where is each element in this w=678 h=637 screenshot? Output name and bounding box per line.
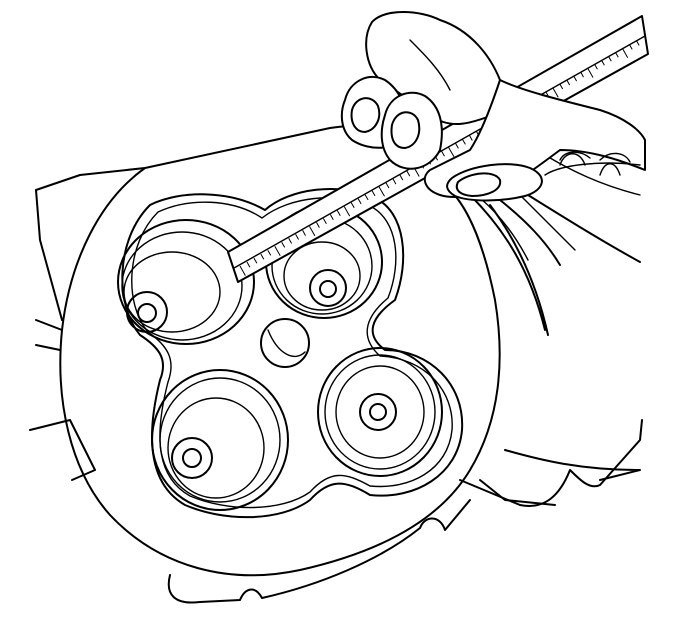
rule-tick — [329, 214, 334, 220]
valve-seat — [151, 369, 289, 511]
rule-tick — [378, 186, 385, 197]
wrist-line — [544, 151, 641, 176]
head-flange-left — [29, 167, 146, 481]
valve-head — [324, 354, 436, 470]
rule-tick — [246, 261, 251, 268]
fingernail-middle — [350, 97, 381, 133]
fingernail-ring — [390, 111, 421, 149]
valve-face — [123, 251, 221, 333]
rule-tick — [399, 174, 404, 181]
head-casting-line — [479, 153, 641, 261]
rule-tick — [573, 75, 578, 82]
valve-face — [335, 365, 425, 459]
finger-crease — [409, 39, 451, 91]
rule-tick — [274, 245, 281, 256]
spark-plug-bore — [260, 318, 310, 368]
rule-tick — [455, 142, 459, 149]
rule-tick — [350, 202, 355, 209]
valve-head — [121, 231, 243, 341]
rule-tick — [594, 63, 598, 70]
rule-tick — [441, 150, 445, 157]
rule-tick — [281, 241, 286, 248]
rule-tick — [587, 67, 594, 78]
rule-tick — [621, 47, 629, 58]
thumbnail — [455, 172, 502, 197]
rule-tick — [448, 146, 455, 157]
valve-seat — [117, 219, 255, 345]
valve-upper-left — [117, 219, 255, 345]
valve-face — [167, 397, 265, 499]
rule-tick — [309, 226, 316, 237]
valve-stem-boss — [309, 269, 347, 307]
rule-tick — [260, 253, 265, 260]
rule-tick — [468, 135, 473, 141]
head-bottom-edge — [167, 499, 471, 604]
rule-tick — [239, 265, 246, 276]
rule-tick — [461, 138, 466, 145]
rule-tick — [371, 190, 376, 197]
finger-ring — [380, 91, 443, 170]
valve-stem — [369, 403, 387, 421]
valve-stem-boss — [126, 291, 168, 333]
rule-tick — [628, 43, 633, 50]
rule-tick — [253, 257, 258, 264]
rule-tick — [552, 87, 559, 98]
rule-tick — [336, 210, 341, 216]
rule-tick — [295, 234, 300, 240]
valve-stem-boss — [171, 437, 213, 479]
spark-plug-hole — [260, 318, 310, 368]
rule-tick — [267, 249, 272, 256]
rule-tick — [322, 218, 327, 224]
rule-tick — [302, 230, 306, 236]
rule-tick — [385, 182, 390, 189]
valve-stem — [319, 280, 337, 298]
rule-tick — [406, 170, 411, 177]
rule-tick — [614, 51, 619, 58]
rule-tick — [343, 206, 351, 217]
rule-tick — [357, 198, 362, 205]
rule-tick — [559, 83, 564, 90]
rule-tick — [600, 59, 605, 66]
valve-lower-left — [151, 369, 289, 511]
rule-tick — [635, 39, 640, 46]
head-rib-right — [469, 194, 641, 506]
rule-tick — [288, 238, 293, 244]
valve-head — [159, 377, 281, 503]
hand — [340, 11, 646, 202]
rule-tick — [566, 79, 571, 86]
thumb — [446, 163, 543, 202]
rule-tick — [607, 55, 612, 62]
head-lower-right — [459, 419, 643, 507]
rule-tick — [364, 194, 369, 201]
cylinder-head — [29, 124, 643, 604]
rule-tick — [580, 71, 584, 78]
rule-tick — [316, 222, 320, 228]
valve-stem-boss — [359, 393, 397, 431]
valve-lower-right — [317, 347, 443, 477]
valve-stem — [182, 448, 202, 468]
valve-stem — [137, 303, 157, 323]
spark-plug-thread — [267, 329, 306, 357]
valve-face — [283, 241, 361, 311]
rule-tick — [392, 178, 397, 185]
valve-seat — [317, 347, 443, 477]
